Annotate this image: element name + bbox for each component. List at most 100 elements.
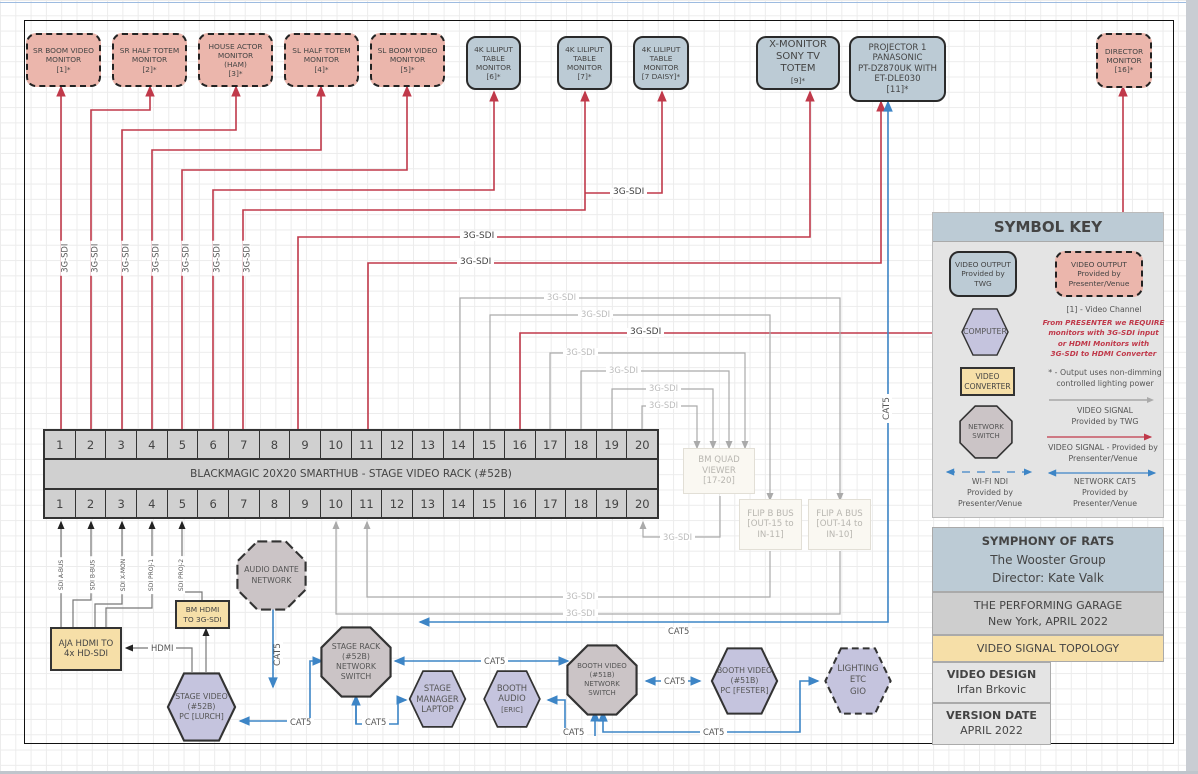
output-port-4[interactable]: 4 xyxy=(137,431,168,458)
stage-video-pc[interactable]: STAGE VIDEO(#52B)PC [LURCH] xyxy=(163,672,240,742)
output-port-6[interactable]: 6 xyxy=(198,431,229,458)
output-port-20[interactable]: 20 xyxy=(634,437,650,452)
booth-video-pc-label: BOOTH VIDEO(#51B)PC [FESTER] xyxy=(716,665,773,696)
input-port-6[interactable]: 6 xyxy=(198,490,229,517)
input-port-13[interactable]: 13 xyxy=(413,490,444,517)
director-name: Director: Kate Valk xyxy=(992,570,1104,585)
input-port-9[interactable]: 9 xyxy=(290,490,321,517)
label-3g-sdi-out5: 3G-SDI xyxy=(180,240,190,276)
label-sdi-proj-1: SDI PROJ-1 xyxy=(148,555,156,595)
label-3g-sdi-quad-return: 3G-SDI xyxy=(660,533,696,541)
label-3g-sdi-out4: 3G-SDI xyxy=(150,240,160,276)
output-port-12[interactable]: 12 xyxy=(382,431,413,458)
input-port-4[interactable]: 4 xyxy=(137,490,168,517)
input-port-20[interactable]: 20 xyxy=(634,496,650,511)
output-port-19[interactable]: 19 xyxy=(597,431,628,458)
input-port-1[interactable]: 1 xyxy=(45,490,76,517)
output-port-16[interactable]: 16 xyxy=(505,431,536,458)
wire-out3-m3 xyxy=(121,85,241,429)
label-cat5-dante: CAT5 xyxy=(273,640,283,669)
label-3g-sdi-out18: 3G-SDI xyxy=(606,366,642,374)
output-port-3[interactable]: 3 xyxy=(106,431,137,458)
booth-video-pc[interactable]: BOOTH VIDEO(#51B)PC [FESTER] xyxy=(706,647,783,715)
input-port-12[interactable]: 12 xyxy=(382,490,413,517)
output-port-15[interactable]: 15 xyxy=(474,431,505,458)
input-port-17[interactable]: 17 xyxy=(536,490,567,517)
input-port-3[interactable]: 3 xyxy=(106,490,137,517)
input-port-14[interactable]: 14 xyxy=(444,490,475,517)
input-port-15[interactable]: 15 xyxy=(474,490,505,517)
label-cat5-booth-pc: CAT5 xyxy=(661,677,689,685)
output-port-8[interactable]: 8 xyxy=(260,431,291,458)
input-port-5[interactable]: 5 xyxy=(168,490,199,517)
label-3g-sdi-out20: 3G-SDI xyxy=(646,401,682,409)
output-port-7[interactable]: 7 xyxy=(229,431,260,458)
octagon-icon xyxy=(320,626,392,698)
label-3g-sdi-daisy: 3G-SDI xyxy=(610,188,648,197)
wire-aja-in4 xyxy=(105,520,156,627)
output-port-17[interactable]: 17 xyxy=(536,431,567,458)
input-port-8[interactable]: 8 xyxy=(260,490,291,517)
label-3g-sdi-out11: 3G-SDI xyxy=(457,258,495,267)
vertical-scrollbar[interactable] xyxy=(1186,0,1198,774)
key-channel-note: [1] - Video Channel xyxy=(1066,305,1142,314)
version-label: VERSION DATE xyxy=(946,709,1037,723)
label-cat5-sm: CAT5 xyxy=(362,718,390,726)
output-port-1[interactable]: 1 xyxy=(45,431,76,458)
label-3g-sdi-out15: 3G-SDI xyxy=(578,310,614,318)
output-port-11[interactable]: 11 xyxy=(352,431,383,458)
input-port-2[interactable]: 2 xyxy=(76,490,107,517)
input-port-16[interactable]: 16 xyxy=(505,490,536,517)
output-port-2[interactable]: 2 xyxy=(76,431,107,458)
input-port-19[interactable]: 19 xyxy=(597,490,628,517)
input-port-18[interactable]: 18 xyxy=(566,490,597,517)
label-3g-sdi-out19: 3G-SDI xyxy=(646,384,682,392)
output-port-13[interactable]: 13 xyxy=(413,431,444,458)
stage-video-pc-label: STAGE VIDEO(#52B)PC [LURCH] xyxy=(175,691,228,722)
router-label: BLACKMAGIC 20X20 SMARTHUB - STAGE VIDEO … xyxy=(190,468,512,480)
wire-out7-m7d xyxy=(585,90,667,194)
wire-aja-in3 xyxy=(94,520,126,627)
input-port-7[interactable]: 7 xyxy=(229,490,260,517)
output-port-18[interactable]: 18 xyxy=(566,431,597,458)
input-port-11[interactable]: 11 xyxy=(352,490,383,517)
output-port-10[interactable]: 10 xyxy=(321,431,352,458)
output-port-14[interactable]: 14 xyxy=(444,431,475,458)
output-port-5[interactable]: 5 xyxy=(168,431,199,458)
horizontal-scrollbar[interactable] xyxy=(0,771,1198,774)
input-port-10[interactable]: 10 xyxy=(321,490,352,517)
output-port-9[interactable]: 9 xyxy=(290,431,321,458)
